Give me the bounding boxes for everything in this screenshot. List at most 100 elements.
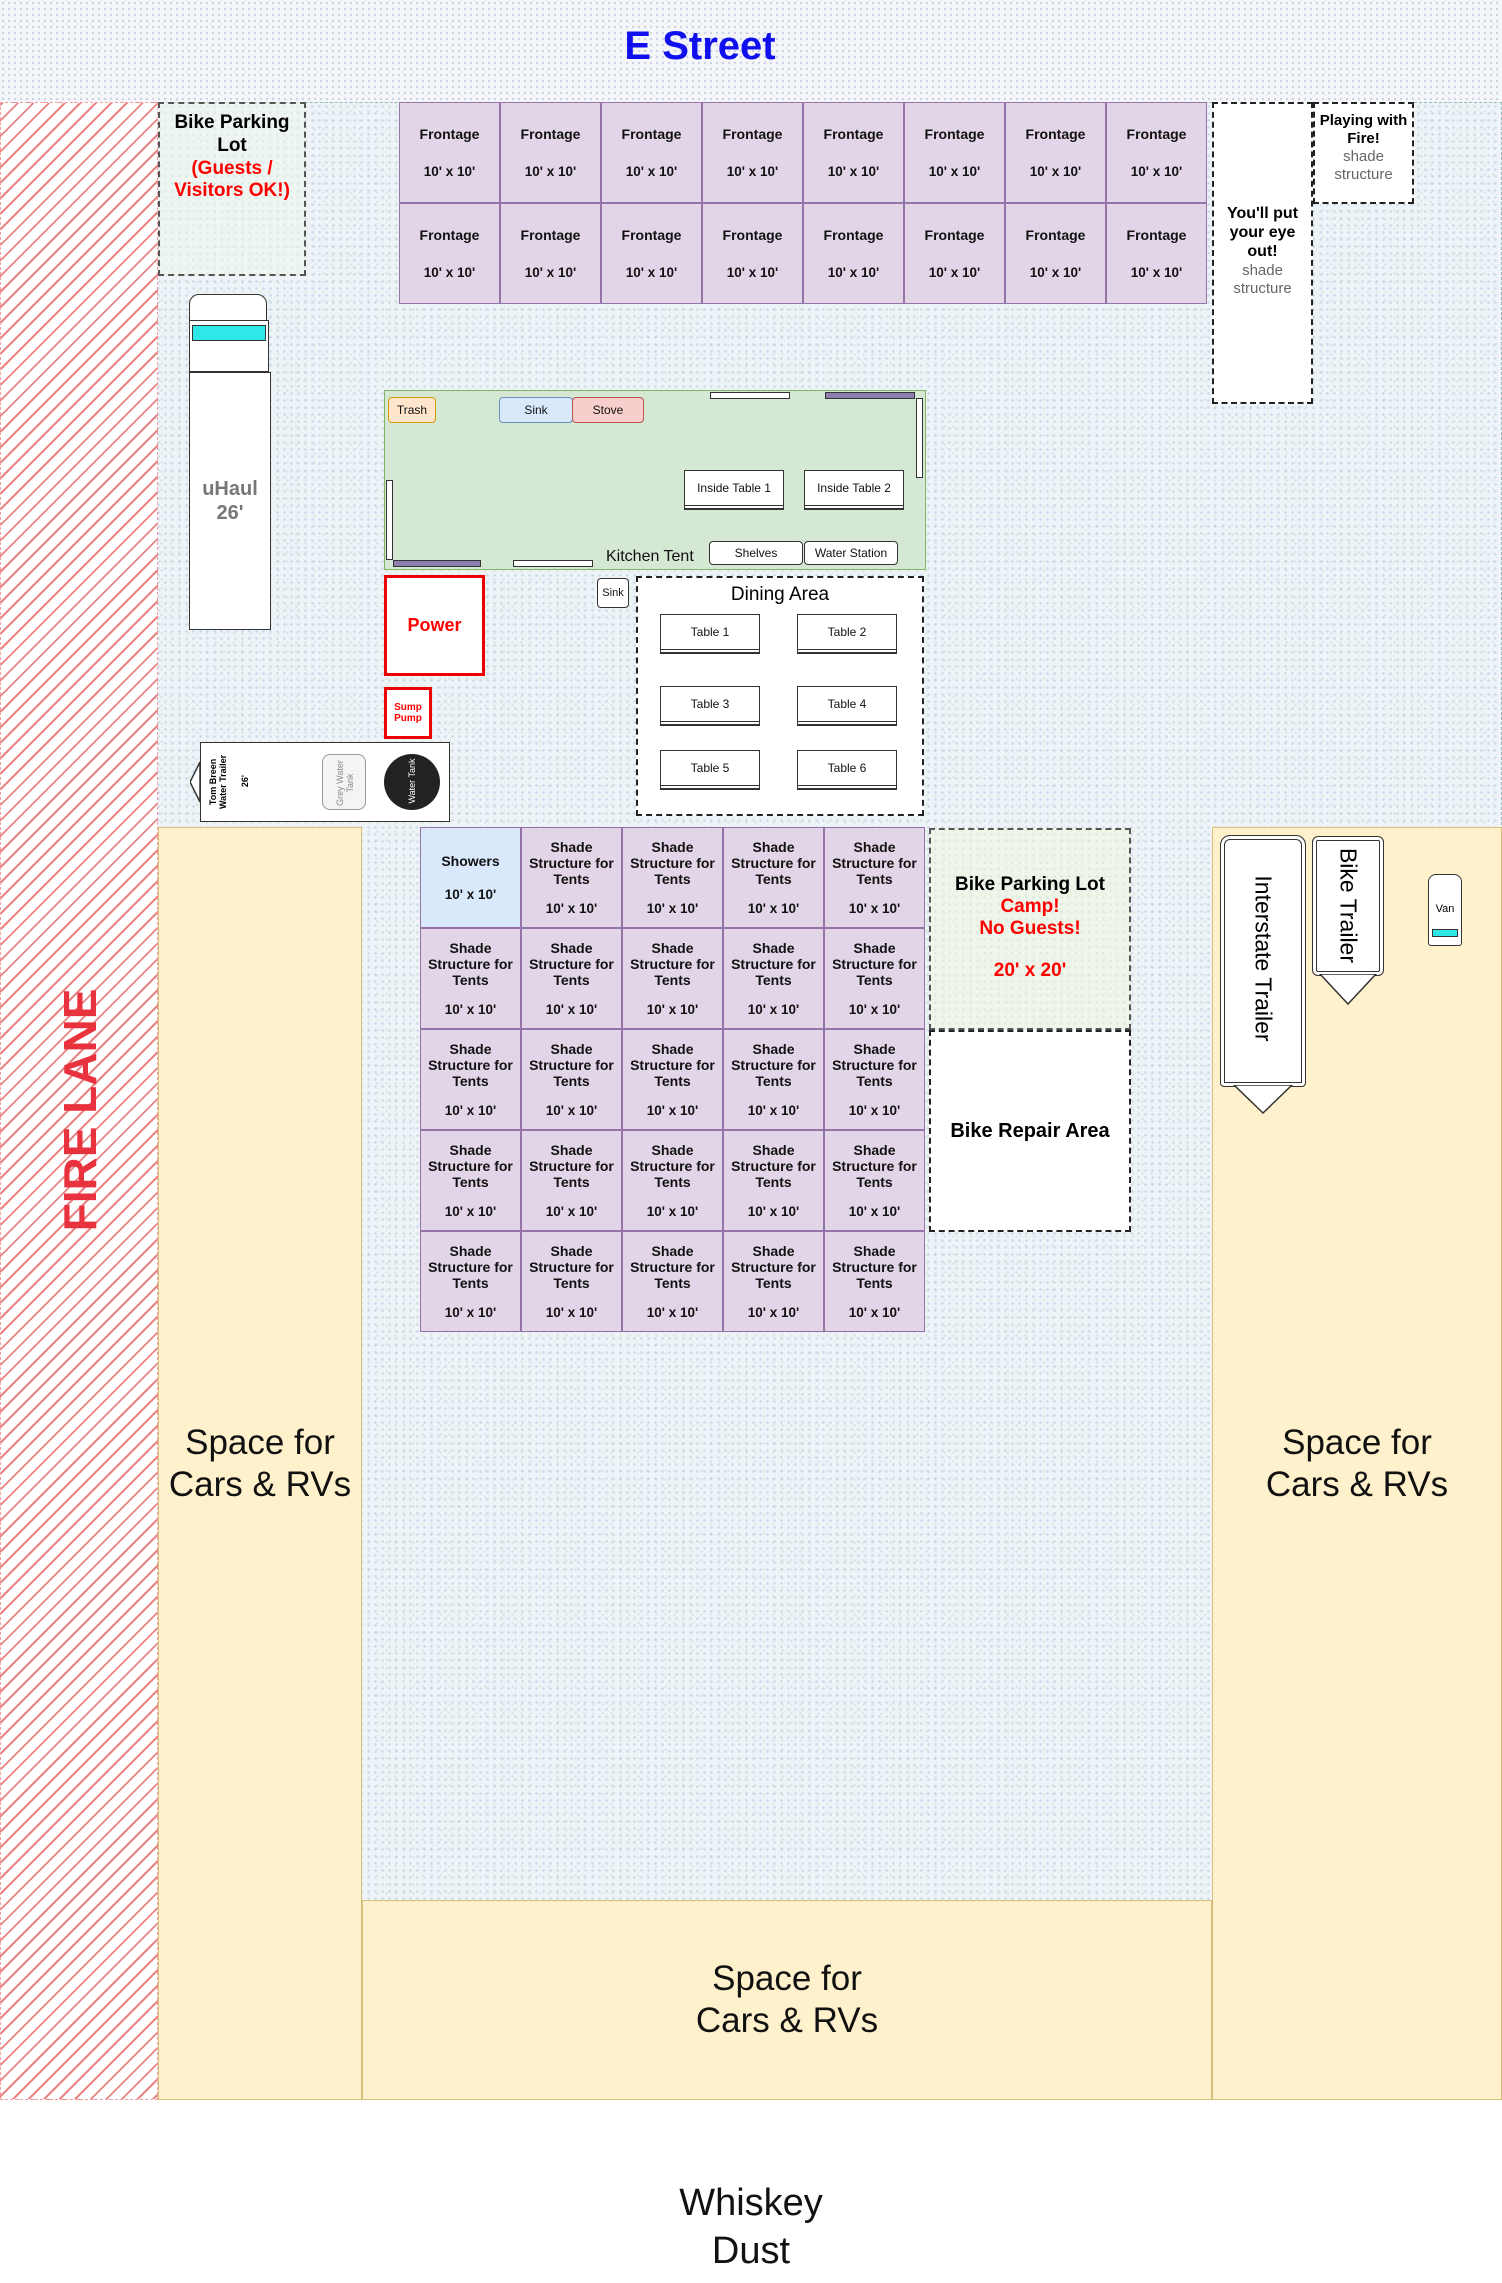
shade-structure-label: Shade Structure for Tents xyxy=(428,1242,513,1291)
fire-play-title: Playing with Fire! xyxy=(1319,112,1408,147)
frontage-plot-size: 10' x 10' xyxy=(827,163,880,179)
shade-structure-size: 10' x 10' xyxy=(747,1001,800,1017)
dining-table-4: Table 4 xyxy=(797,686,897,722)
interstate-trailer-body xyxy=(1220,835,1306,1087)
water-trailer-name: Tom Breen Water Trailer xyxy=(208,754,228,809)
shade-structure-label: Shade Structure for Tents xyxy=(428,1141,513,1190)
tent-wall xyxy=(825,392,915,399)
frontage-plot-label: Frontage xyxy=(722,226,783,243)
bike-trailer-body xyxy=(1312,836,1384,976)
fire-lane-label: FIRE LANE xyxy=(54,988,106,1232)
shade-structure-size: 10' x 10' xyxy=(444,1001,497,1017)
shade-structure-label: Shade Structure for Tents xyxy=(630,939,715,988)
shade-structure-label: Shade Structure for Tents xyxy=(630,1040,715,1089)
eye-out-shade: You'll put your eye out! shade structure xyxy=(1212,102,1313,404)
tent-wall xyxy=(386,480,393,560)
kitchen-tent-label: Kitchen Tent xyxy=(606,548,694,565)
fire-play-sub: shade structure xyxy=(1334,148,1393,183)
water-station: Water Station xyxy=(804,541,898,565)
tent-wall xyxy=(393,560,481,567)
frontage-plot: Frontage 10' x 10' xyxy=(904,102,1005,203)
shade-structure-label: Shade Structure for Tents xyxy=(832,1242,917,1291)
frontage-plot-label: Frontage xyxy=(520,125,581,142)
grey-water-tank: Grey Water Tank xyxy=(322,754,366,810)
shade-structure-size: 10' x 10' xyxy=(646,1102,699,1118)
parking-left: Space for Cars & RVs xyxy=(158,827,362,2100)
shade-structure-size: 10' x 10' xyxy=(545,900,598,916)
frontage-plot-size: 10' x 10' xyxy=(928,264,981,280)
bike-parking-camp-note2: No Guests! xyxy=(979,918,1081,939)
tent-wall xyxy=(710,392,790,399)
frontage-plot-size: 10' x 10' xyxy=(625,163,678,179)
water-tank: Water Tank xyxy=(384,754,440,810)
frontage-plot-label: Frontage xyxy=(419,226,480,243)
fire-lane-strip xyxy=(0,102,158,2100)
frontage-plot-label: Frontage xyxy=(1126,125,1187,142)
bike-trailer-label: Bike Trailer xyxy=(1335,847,1362,964)
dining-title: Dining Area xyxy=(730,584,830,605)
shade-structure-size: 10' x 10' xyxy=(848,1102,901,1118)
sump-pump: Sump Pump xyxy=(384,687,432,739)
tent-wall xyxy=(916,398,923,478)
water-trailer-length: 26' xyxy=(240,774,250,788)
shade-structure-label: Shade Structure for Tents xyxy=(832,939,917,988)
inside-table-2: Inside Table 2 xyxy=(804,470,904,506)
bike-parking-guests: Bike Parking Lot (Guests / Visitors OK!) xyxy=(158,102,306,276)
frontage-plot-size: 10' x 10' xyxy=(928,163,981,179)
uhaul-truck: uHaul 26' xyxy=(185,290,273,630)
shade-structure-label: Shade Structure for Tents xyxy=(529,1040,614,1089)
fire-play-shade: Playing with Fire! shade structure xyxy=(1313,102,1414,204)
shade-structure-size: 10' x 10' xyxy=(646,900,699,916)
shade-structure-size: 10' x 10' xyxy=(848,1304,901,1320)
shade-structure-size: 10' x 10' xyxy=(646,1304,699,1320)
power-box: Power xyxy=(384,575,485,676)
frontage-plot-label: Frontage xyxy=(722,125,783,142)
shade-structure-label: Shade Structure for Tents xyxy=(731,838,816,887)
frontage-plot-size: 10' x 10' xyxy=(726,163,779,179)
frontage-plot-label: Frontage xyxy=(621,226,682,243)
shade-structure-label: Shade Structure for Tents xyxy=(630,1242,715,1291)
shade-structure-size: 10' x 10' xyxy=(545,1001,598,1017)
shade-structure-label: Shade Structure for Tents xyxy=(428,939,513,988)
shade-structure-label: Shade Structure for Tents xyxy=(529,1242,614,1291)
shade-structure-size: 10' x 10' xyxy=(444,1203,497,1219)
bike-parking-camp-size: 20' x 20' xyxy=(993,960,1067,981)
kitchen-stove: Stove xyxy=(572,397,644,423)
frontage-plot-label: Frontage xyxy=(924,125,985,142)
frontage-plot-label: Frontage xyxy=(621,125,682,142)
shade-structure-label: Shade Structure for Tents xyxy=(832,838,917,887)
shade-structure-plot: Shade Structure for Tents 10' x 10' xyxy=(420,928,521,1029)
frontage-plot-size: 10' x 10' xyxy=(423,264,476,280)
frontage-plot-size: 10' x 10' xyxy=(1130,163,1183,179)
bike-trailer-hitch-icon xyxy=(1318,974,1378,1006)
frontage-grid: Frontage 10' x 10' Frontage 10' x 10' Fronta… xyxy=(399,102,1207,304)
shade-structure-size: 10' x 10' xyxy=(545,1304,598,1320)
bike-parking-camp: Bike Parking Lot Camp! No Guests! 20' x … xyxy=(929,828,1131,1030)
grey-water-tank-label: Grey Water Tank xyxy=(335,760,355,806)
shade-structure-size: 10' x 10' xyxy=(444,1304,497,1320)
shade-structure-plot: Shade Structure for Tents 10' x 10' xyxy=(824,1231,925,1332)
shade-structure-size: 10' x 10' xyxy=(747,1203,800,1219)
shade-structure-plot: Shade Structure for Tents 10' x 10' xyxy=(420,1130,521,1231)
van: Van xyxy=(1428,874,1462,946)
frontage-plot: Frontage 10' x 10' xyxy=(601,102,702,203)
shade-structure-label: Shade Structure for Tents xyxy=(529,1141,614,1190)
showers-label: Showers xyxy=(441,852,500,869)
